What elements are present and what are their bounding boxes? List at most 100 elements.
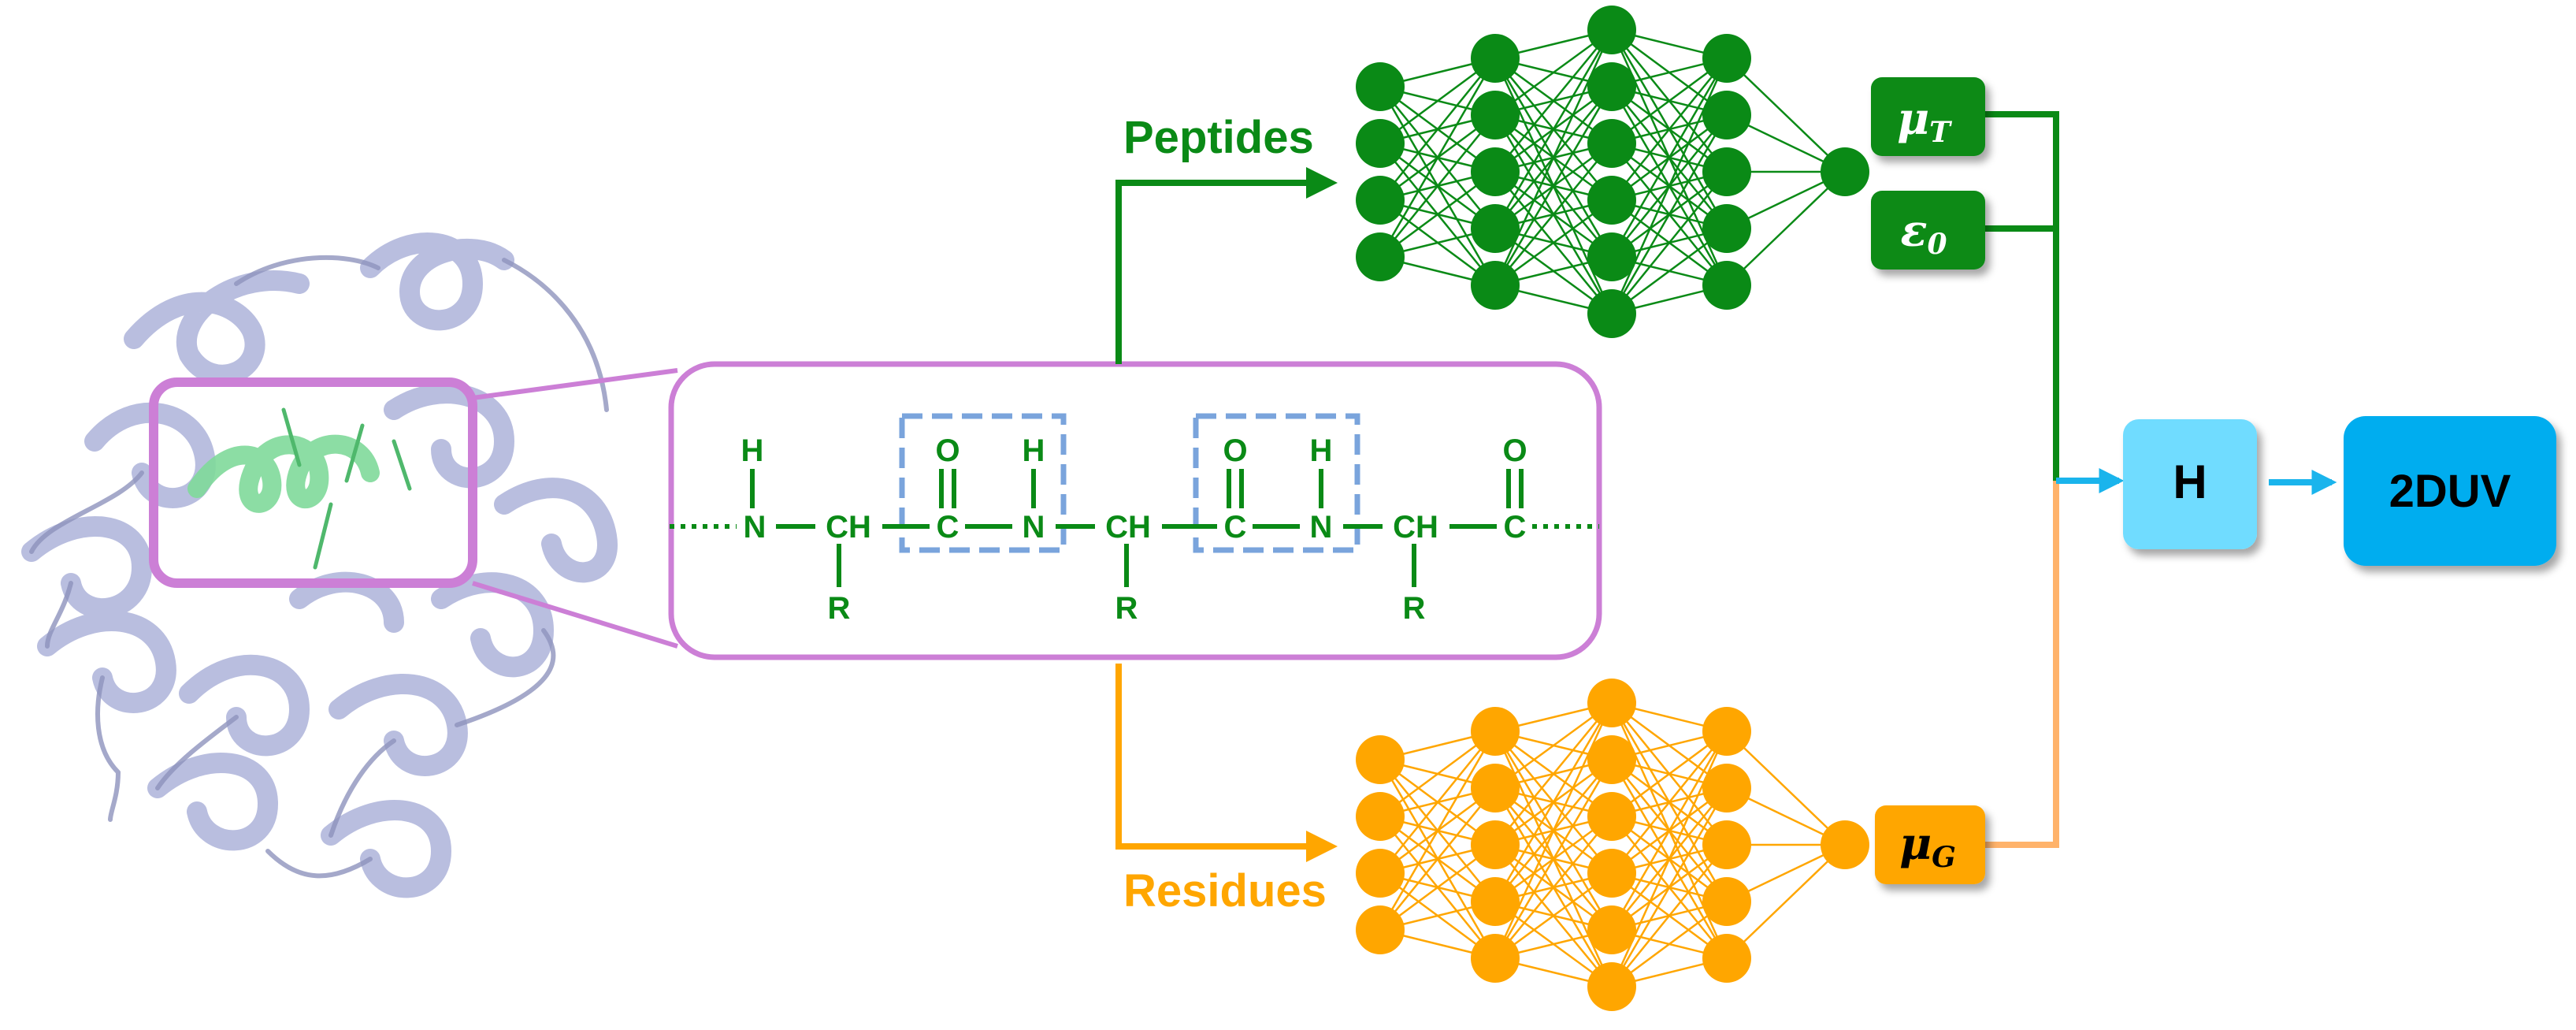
network-edge xyxy=(1494,759,1613,959)
hamiltonian-block: H xyxy=(2123,419,2257,549)
network-edge xyxy=(1494,702,1613,902)
peptide-unit-box-2 xyxy=(1193,413,1360,553)
network-edge xyxy=(1379,114,1496,258)
network-node xyxy=(1821,147,1869,196)
zoom-box xyxy=(149,377,477,588)
network-node xyxy=(1471,934,1520,983)
atom-h-3: H xyxy=(1310,433,1333,468)
network-node xyxy=(1356,62,1405,111)
network-edge xyxy=(1494,29,1613,229)
network-node xyxy=(1702,934,1751,983)
network-node xyxy=(1587,735,1636,784)
network-edge xyxy=(1494,702,1613,846)
network-node xyxy=(1471,91,1520,139)
network-node xyxy=(1356,849,1405,898)
network-node xyxy=(1702,261,1751,310)
peptide-unit-box-1 xyxy=(899,413,1067,553)
peptides-label: Peptides xyxy=(1123,112,1314,163)
atom-o-2: O xyxy=(1223,433,1247,468)
network-node xyxy=(1587,792,1636,841)
network-edge xyxy=(1726,731,1846,846)
peptide-backbone-panel: H O H O H O N CH C N CH C N CH C R R R xyxy=(668,361,1602,660)
atom-h-2: H xyxy=(1023,433,1045,468)
network-edge xyxy=(1611,731,1728,874)
branch-arrows xyxy=(1115,167,1338,862)
svg-text:μT: μT xyxy=(1897,93,1952,149)
network-edge xyxy=(1494,816,1613,959)
mu-t-subscript: T xyxy=(1929,116,1952,149)
output-eps0: ε0 xyxy=(1871,191,1985,270)
network-node xyxy=(1587,962,1636,1011)
svg-text:ε0: ε0 xyxy=(1900,205,1947,261)
network-edge xyxy=(1379,58,1496,201)
network-node xyxy=(1471,204,1520,253)
atom-o-1: O xyxy=(935,433,960,468)
network-node xyxy=(1587,905,1636,954)
network-edge xyxy=(1379,58,1497,258)
network-node xyxy=(1702,147,1751,196)
network-node xyxy=(1587,62,1636,111)
network-node xyxy=(1356,905,1405,954)
network-node xyxy=(1821,820,1869,869)
network-node xyxy=(1702,820,1751,869)
network-edge xyxy=(1610,731,1728,931)
atom-r-3: R xyxy=(1403,591,1426,626)
spectrum-label: 2DUV xyxy=(2389,466,2511,517)
network-node xyxy=(1587,232,1636,281)
network-edge xyxy=(1494,29,1613,173)
atom-ch-2: CH xyxy=(1105,510,1151,545)
atom-c-1: C xyxy=(937,510,960,545)
network-node xyxy=(1356,232,1405,281)
atom-n-3: N xyxy=(1310,510,1333,545)
mu-t-symbol: μ xyxy=(1897,93,1929,145)
network-node xyxy=(1471,34,1520,83)
network-node xyxy=(1702,204,1751,253)
eps0-subscript: 0 xyxy=(1927,228,1947,261)
network-edge xyxy=(1379,731,1497,931)
network-edge xyxy=(1379,787,1496,931)
eps0-symbol: ε xyxy=(1900,205,1927,257)
atom-r-2: R xyxy=(1115,591,1138,626)
network-node xyxy=(1356,735,1405,784)
output-mu-t: μT xyxy=(1871,77,1985,156)
network-edge xyxy=(1726,171,1846,286)
network-node xyxy=(1356,176,1405,225)
network-edge xyxy=(1611,171,1728,314)
output-mu-g: μG xyxy=(1875,805,1985,884)
network-edge xyxy=(1610,58,1728,258)
neural-network-icon xyxy=(1356,6,1869,338)
atom-n-2: N xyxy=(1023,510,1045,545)
network-node xyxy=(1587,6,1636,54)
peptides-arrow xyxy=(1115,167,1338,364)
output-connectors xyxy=(1985,111,2337,848)
network-node xyxy=(1471,820,1520,869)
atom-r-1: R xyxy=(828,591,851,626)
network-node xyxy=(1702,877,1751,926)
atom-c-2: C xyxy=(1224,510,1247,545)
network-edge xyxy=(1610,114,1728,314)
atom-o-3: O xyxy=(1502,433,1527,468)
residues-arrow xyxy=(1115,664,1338,862)
network-node xyxy=(1471,707,1520,756)
network-edge xyxy=(1726,58,1846,173)
spectrum-block: 2DUV xyxy=(2344,416,2556,566)
network-node xyxy=(1702,764,1751,812)
neural-network-icon xyxy=(1356,679,1869,1011)
network-node xyxy=(1702,34,1751,83)
network-node xyxy=(1587,289,1636,338)
network-edge xyxy=(1610,787,1728,987)
network-node xyxy=(1587,679,1636,727)
network-node xyxy=(1471,261,1520,310)
atom-c-3: C xyxy=(1504,510,1527,545)
mu-g-subscript: G xyxy=(1932,841,1956,874)
network-node xyxy=(1356,792,1405,841)
network-edge xyxy=(1494,86,1613,286)
network-node xyxy=(1587,849,1636,898)
atom-ch-1: CH xyxy=(826,510,871,545)
network-node xyxy=(1702,91,1751,139)
network-node xyxy=(1471,877,1520,926)
hamiltonian-label: H xyxy=(2173,456,2207,508)
mu-g-symbol: μ xyxy=(1899,818,1932,870)
zoom-line-bottom xyxy=(472,581,678,649)
network-node xyxy=(1587,176,1636,225)
